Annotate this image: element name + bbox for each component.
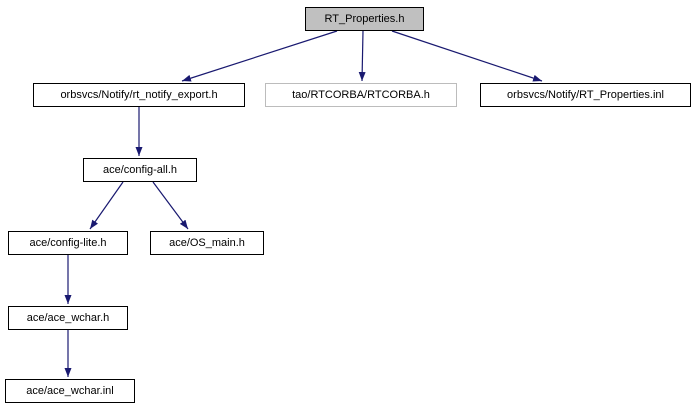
edge-config-all-to-config-lite (89, 181, 124, 230)
graph-node-rt-properties-h: RT_Properties.h (305, 7, 424, 31)
edge-root-to-rt-notify-export (181, 30, 338, 82)
edge-root-to-rt-properties-inl (391, 30, 543, 82)
graph-node-rt-properties-inl[interactable]: orbsvcs/Notify/RT_Properties.inl (480, 83, 691, 107)
graph-node-ace-wchar-h[interactable]: ace/ace_wchar.h (8, 306, 128, 330)
edge-root-to-rtcorba (358, 30, 366, 82)
edge-config-all-to-os-main (152, 181, 189, 230)
graph-node-os-main-h[interactable]: ace/OS_main.h (150, 231, 264, 255)
graph-node-rtcorba-h: tao/RTCORBA/RTCORBA.h (265, 83, 457, 107)
graph-node-ace-wchar-inl[interactable]: ace/ace_wchar.inl (5, 379, 135, 403)
graph-node-rt-notify-export-h[interactable]: orbsvcs/Notify/rt_notify_export.h (33, 83, 245, 107)
graph-node-config-all-h[interactable]: ace/config-all.h (83, 158, 197, 182)
graph-node-config-lite-h[interactable]: ace/config-lite.h (8, 231, 128, 255)
